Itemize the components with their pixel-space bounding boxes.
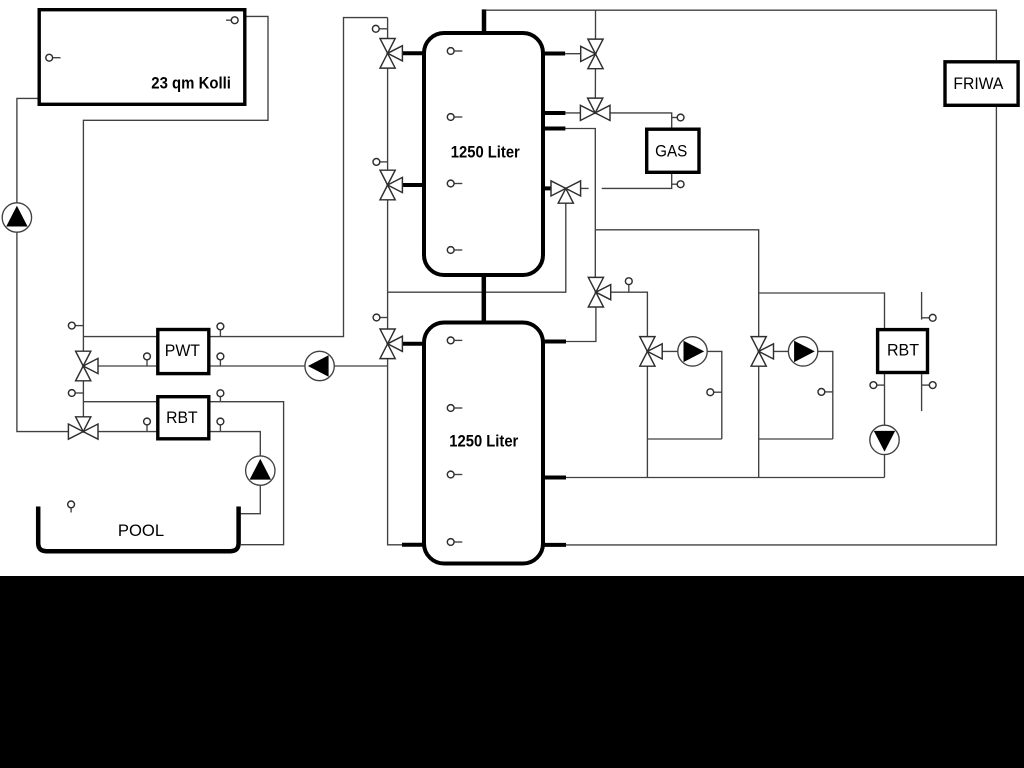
svg-text:23 qm Kolli: 23 qm Kolli <box>151 74 231 93</box>
svg-text:1250 Liter: 1250 Liter <box>449 433 519 451</box>
svg-text:1250 Liter: 1250 Liter <box>451 144 521 162</box>
svg-text:RBT: RBT <box>887 341 919 359</box>
svg-text:RBT: RBT <box>166 409 198 427</box>
svg-text:PWT: PWT <box>165 342 200 360</box>
svg-text:FRIWA: FRIWA <box>953 75 1003 93</box>
svg-text:POOL: POOL <box>118 522 164 540</box>
svg-text:GAS: GAS <box>655 142 687 160</box>
